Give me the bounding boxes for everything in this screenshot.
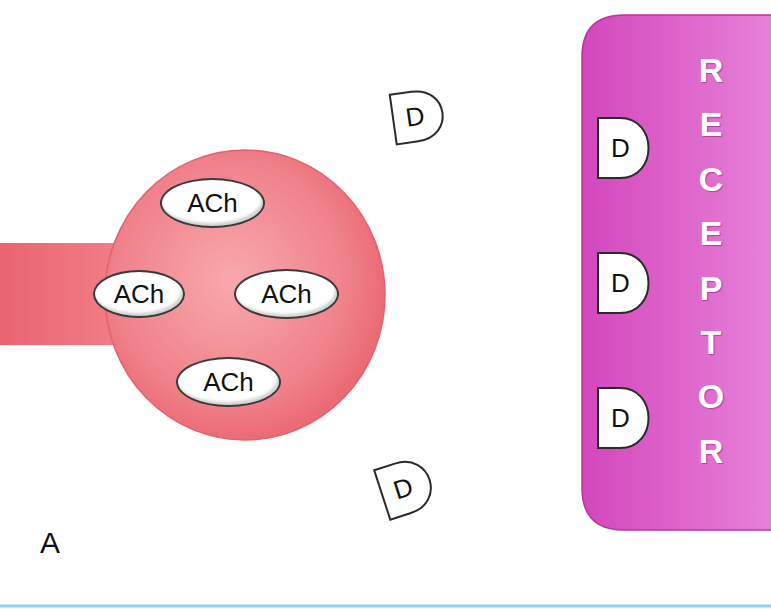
drug-shape <box>374 455 437 520</box>
drug-molecule: D <box>373 453 441 521</box>
receptor-label: RECEPTOR <box>694 43 728 478</box>
bottom-rule <box>0 605 771 608</box>
panel-letter: A <box>40 526 60 560</box>
vesicle-oval: ACh <box>93 270 185 318</box>
drug-label: D <box>611 403 630 434</box>
drug-molecule: D <box>597 387 652 449</box>
vesicle-label: ACh <box>114 279 165 310</box>
drug-shape <box>390 88 446 144</box>
drug-molecule: D <box>389 86 450 145</box>
receptor-band: RECEPTOR D D D <box>582 15 771 530</box>
drug-molecule: D <box>597 252 652 314</box>
drug-label: D <box>611 268 630 299</box>
drug-shape <box>598 388 649 448</box>
vesicle-oval: ACh <box>176 357 281 407</box>
drug-label: D <box>611 133 630 164</box>
vesicle-label: ACh <box>187 188 238 219</box>
drug-molecule: D <box>597 117 652 179</box>
drug-shape <box>598 118 649 178</box>
vesicle-label: ACh <box>261 279 312 310</box>
receptor-body <box>582 15 771 530</box>
terminal-bulb <box>105 150 385 440</box>
vesicle-oval: ACh <box>160 178 265 228</box>
drug-shape <box>598 253 649 313</box>
vesicle-oval: ACh <box>234 269 339 319</box>
vesicle-label: ACh <box>203 367 254 398</box>
